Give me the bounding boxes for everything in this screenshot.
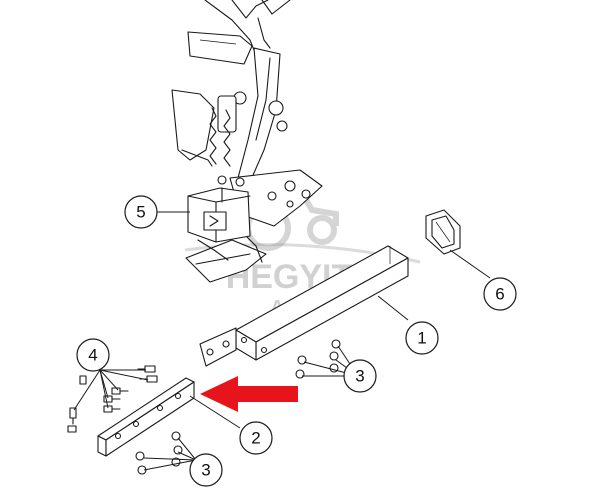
part-6-end-cap bbox=[425, 209, 461, 255]
callout-label: 3 bbox=[355, 367, 364, 386]
callout-4: 4 bbox=[76, 338, 110, 372]
part-1-frame-beam bbox=[199, 245, 409, 367]
red-direction-arrow bbox=[200, 376, 298, 412]
part-5-clamp-block bbox=[187, 175, 251, 243]
callout-2: 2 bbox=[239, 421, 273, 455]
bolt bbox=[137, 365, 156, 373]
callout-label: 1 bbox=[417, 329, 426, 348]
plough-body-assembly bbox=[171, 0, 323, 283]
bolt bbox=[69, 407, 77, 425]
callout-5: 5 bbox=[124, 195, 158, 229]
bolt bbox=[79, 375, 87, 385]
part-2-flat-plate bbox=[97, 377, 195, 457]
bolt bbox=[67, 425, 77, 433]
callout-label: 5 bbox=[136, 203, 145, 222]
part-4-bolts bbox=[67, 365, 158, 433]
arrow-shape bbox=[200, 376, 298, 412]
callout-label: 4 bbox=[88, 346, 97, 365]
bolt bbox=[103, 405, 121, 413]
callout-label: 3 bbox=[201, 461, 210, 480]
bolt bbox=[111, 387, 129, 395]
callout-3-upper: 3 bbox=[343, 359, 377, 393]
callout-label: 2 bbox=[251, 429, 260, 448]
part-3-nuts-lower bbox=[135, 431, 183, 475]
callout-1: 1 bbox=[405, 321, 439, 355]
part-3-nuts-upper bbox=[295, 339, 341, 379]
callout-label: 6 bbox=[495, 285, 504, 304]
callout-6: 6 bbox=[483, 277, 517, 311]
callout-3-lower: 3 bbox=[189, 453, 223, 487]
bolt bbox=[103, 395, 121, 403]
leader-lines bbox=[73, 211, 491, 471]
